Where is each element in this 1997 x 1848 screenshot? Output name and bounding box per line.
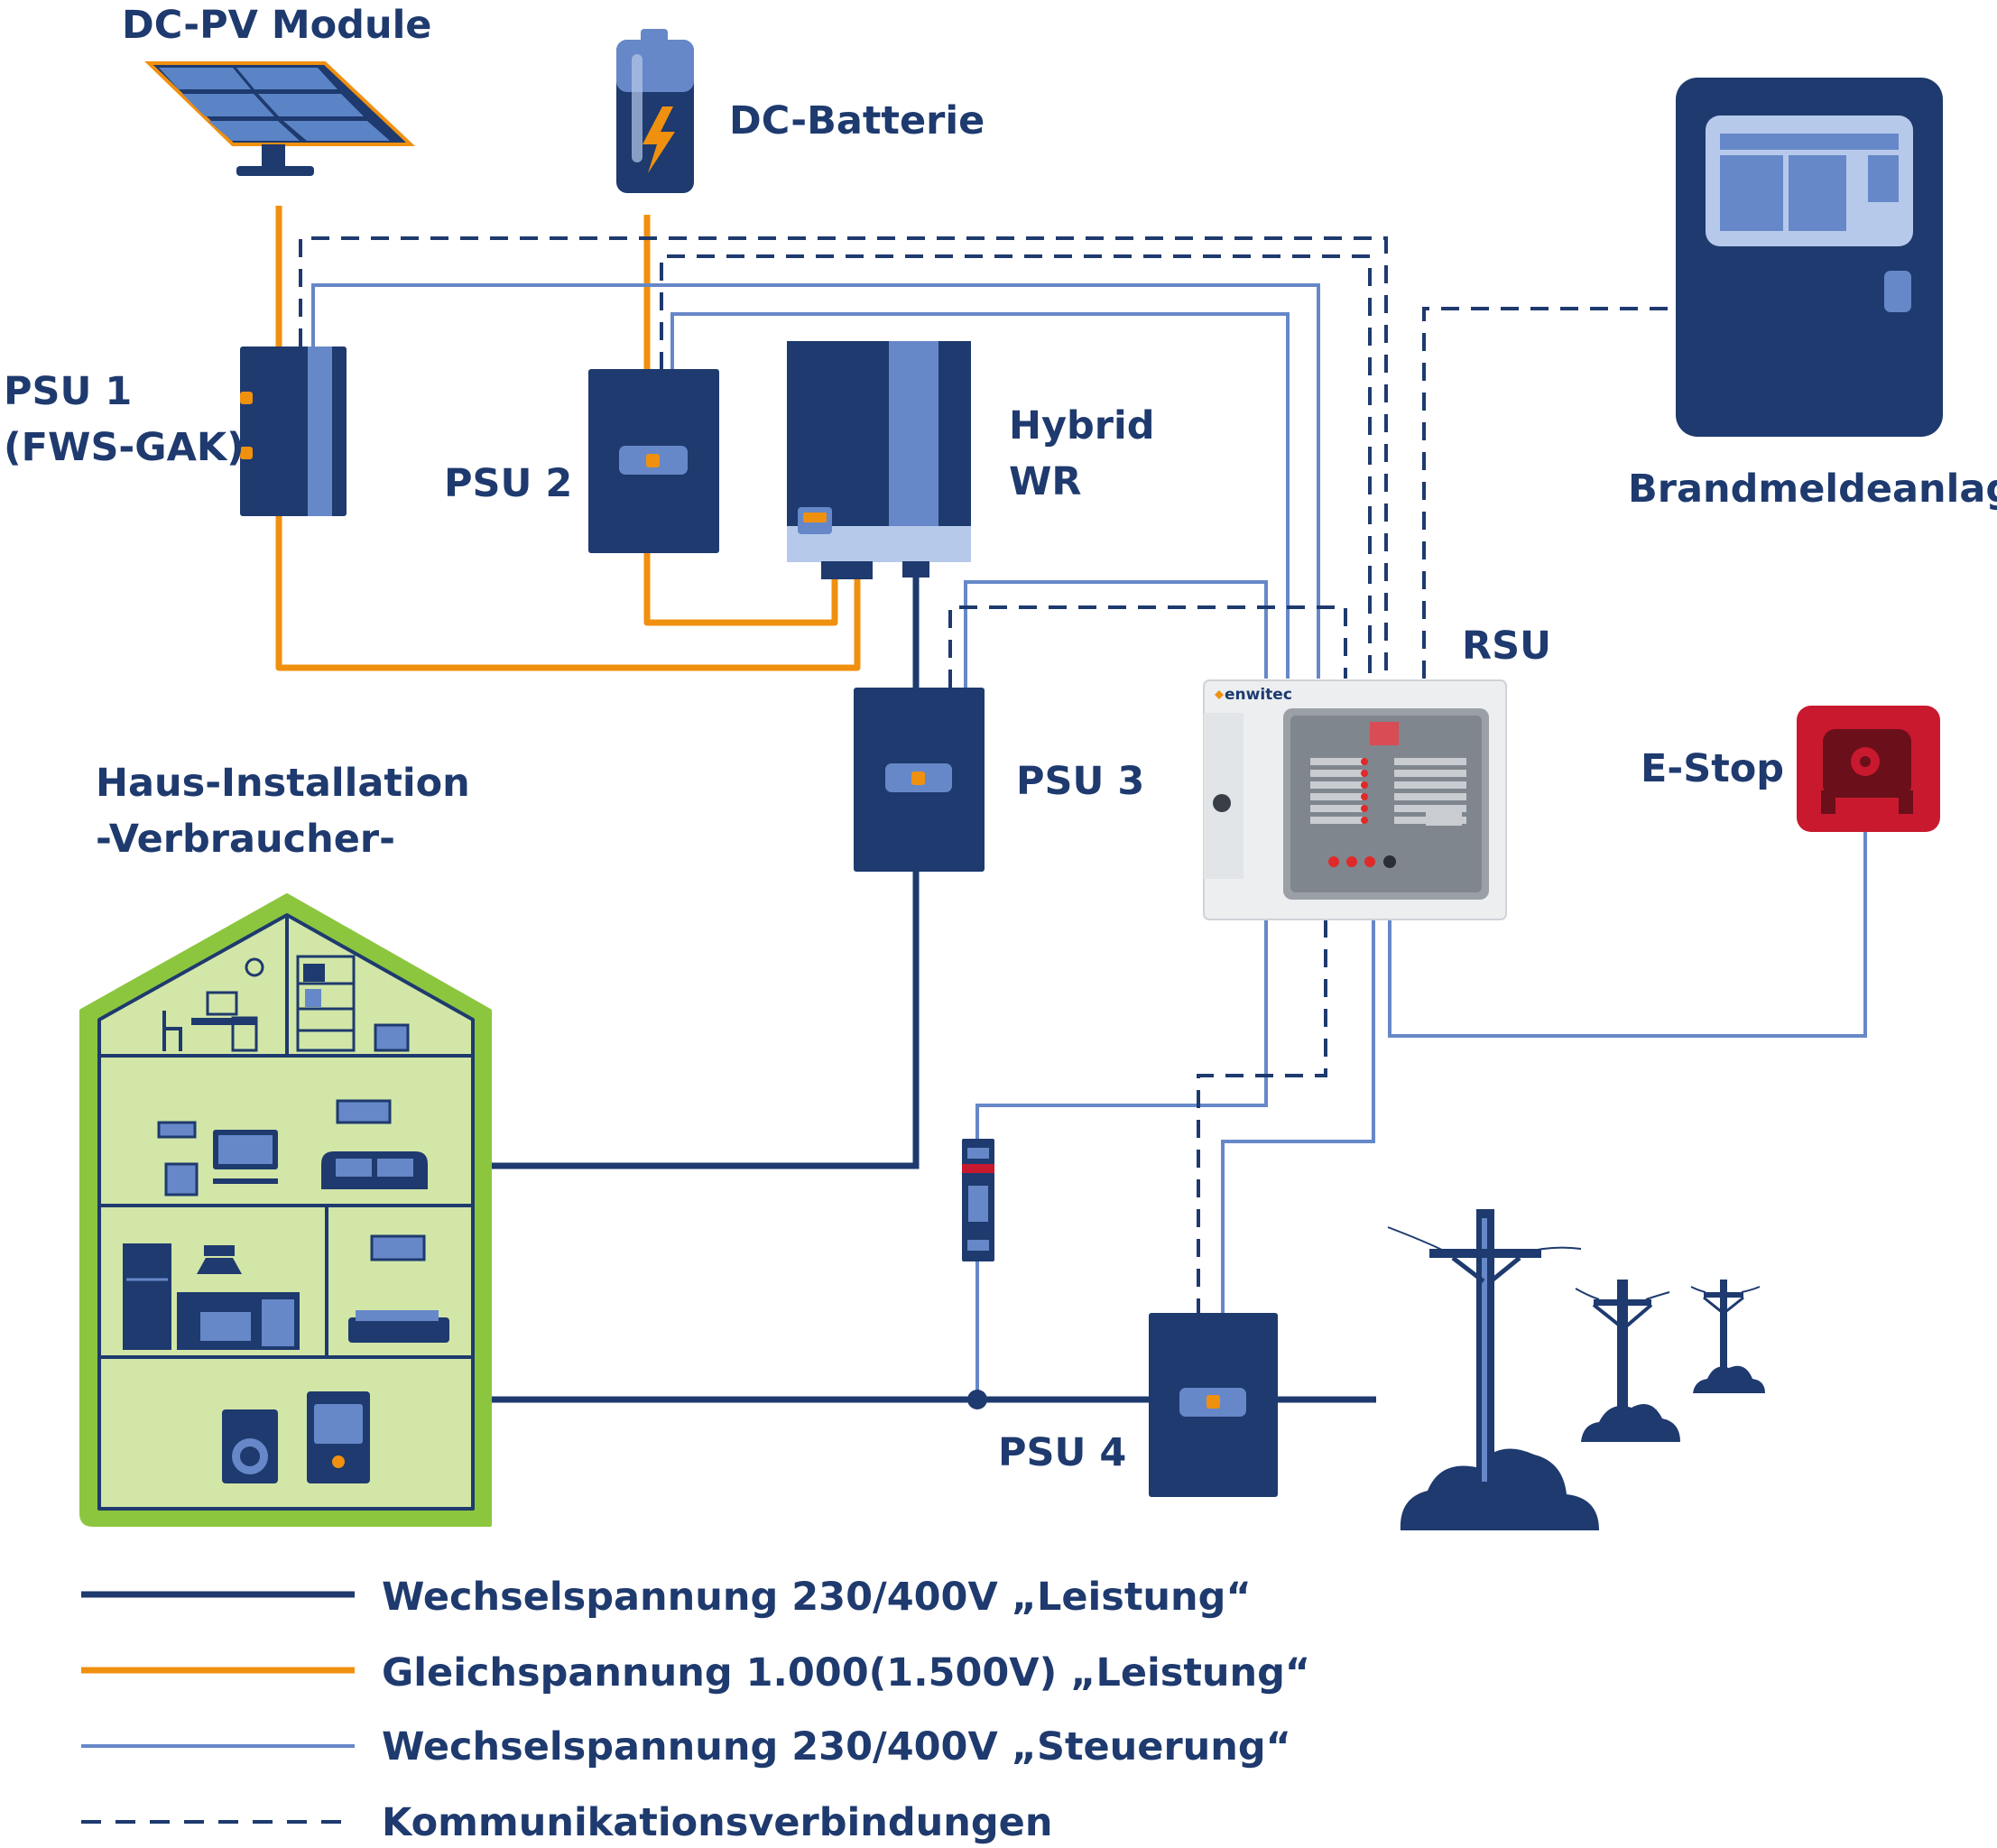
house-label-line1: Haus-Installation (96, 761, 470, 806)
pv-module-label: DC-PV Module (122, 3, 431, 48)
legend-label-ac-control: Wechselspannung 230/400V „Steuerung“ (382, 1724, 1291, 1769)
ac-control-lines (311, 283, 1867, 1395)
legend-label-communication: Kommunikationsverbindungen (382, 1800, 1052, 1845)
house-icon (79, 893, 492, 1527)
communication-lines (299, 236, 1677, 1313)
fire-alarm-label: Brandmeldeanlage (1628, 467, 1997, 512)
psu4-box (1149, 1313, 1278, 1497)
dc-power-lines (275, 206, 861, 671)
psu1-label-line1: PSU 1 (4, 369, 132, 414)
psu1-label-line2: (FWS-GAK) (4, 425, 245, 470)
psu2-box (588, 369, 719, 553)
battery-label: DC-Batterie (729, 98, 985, 143)
psu3-box (854, 688, 985, 872)
surge-protector-icon (962, 1139, 994, 1261)
house-label-line2: -Verbraucher- (96, 817, 395, 862)
legend: Wechselspannung 230/400V „Leistung“ Glei… (81, 1575, 1310, 1845)
power-pole-icon (1387, 1209, 1765, 1530)
rsu-panel-icon (1203, 679, 1507, 920)
rsu-brand-label: enwitec (1225, 686, 1292, 704)
legend-label-dc-power: Gleichspannung 1.000(1.500V) „Leistung“ (382, 1650, 1310, 1696)
estop-label: E-Stop (1641, 746, 1784, 791)
emergency-stop-icon (1797, 706, 1940, 832)
grid-junction (967, 1390, 987, 1409)
psu3-label: PSU 3 (1016, 759, 1144, 804)
ac-power-lines (490, 574, 1376, 1403)
rsu-brand-mark (1215, 690, 1224, 699)
psu4-label: PSU 4 (998, 1430, 1126, 1475)
solar-panel-icon (144, 61, 416, 176)
fire-alarm-panel-icon (1676, 78, 1943, 437)
psu1-box (240, 346, 347, 516)
hybrid-label-line2: WR (1009, 459, 1082, 504)
inverter-icon (787, 341, 971, 579)
rsu-label: RSU (1462, 624, 1551, 669)
psu2-label: PSU 2 (444, 461, 572, 506)
hybrid-label-line1: Hybrid (1009, 403, 1155, 448)
battery-icon (616, 29, 694, 193)
legend-label-ac-power: Wechselspannung 230/400V „Leistung“ (382, 1575, 1252, 1620)
